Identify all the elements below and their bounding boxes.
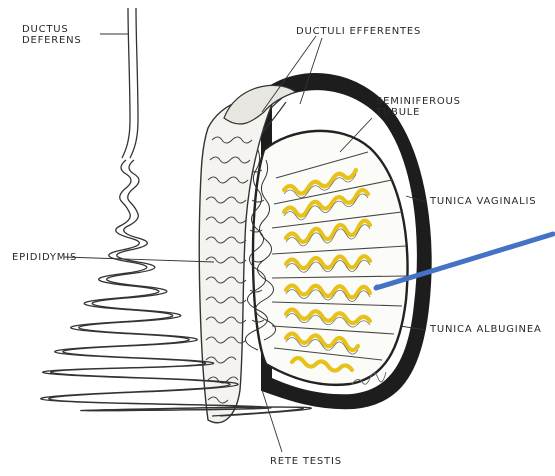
label-ductuli-efferentes: DUCTULI EFFERENTES: [296, 26, 421, 37]
label-ductus-deferens: DUCTUS DEFERENS: [22, 24, 82, 46]
label-seminiferous-tubule: SEMINIFEROUS TUBULE: [376, 96, 461, 118]
label-tunica-vaginalis: TUNICA VAGINALIS: [430, 196, 536, 207]
leader-epididymis: [64, 257, 214, 262]
label-tunica-albuginea: TUNICA ALBUGINEA: [430, 324, 542, 335]
pointer-arrow-tip: [375, 285, 380, 290]
label-rete-testis: RETE TESTIS: [270, 456, 342, 467]
label-epididymis: EPIDIDYMIS: [12, 252, 77, 263]
leader-rete-testis: [262, 390, 282, 452]
